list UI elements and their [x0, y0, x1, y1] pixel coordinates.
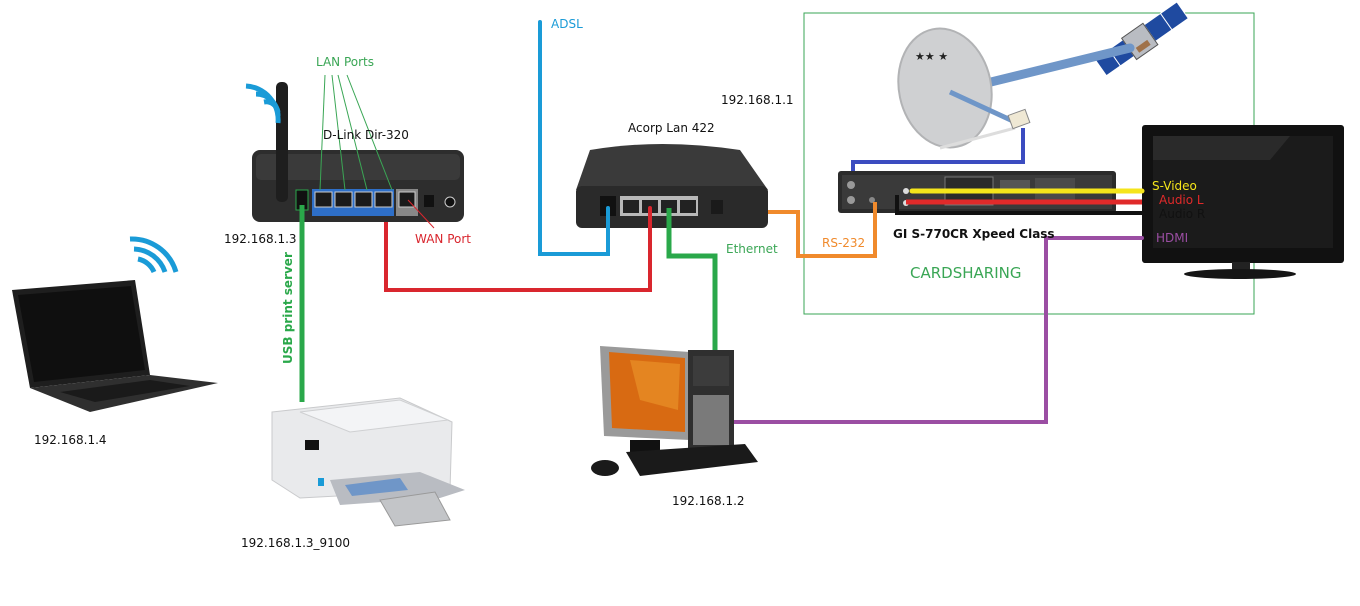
satellite-icon — [1094, 1, 1190, 77]
wan-cable — [384, 203, 652, 292]
audio-r-cable — [895, 195, 1142, 215]
rs232-label: RS-232 — [822, 236, 866, 250]
wan-port-annotation-line — [407, 199, 435, 229]
hdmi-cable — [731, 236, 1144, 424]
desktop-computer-icon — [591, 346, 758, 476]
laptop-icon — [12, 280, 218, 412]
modem-ip-label: 192.168.1.1 — [721, 93, 794, 107]
desktop-ip-label: 192.168.1.2 — [672, 494, 745, 508]
router-wifi-icon — [245, 83, 281, 124]
usb-print-server-label: USB print server — [281, 252, 295, 364]
tv-icon — [1142, 125, 1344, 279]
router-name-label: D-Link Dir-320 — [323, 128, 409, 142]
audio-r-label: Audio R — [1159, 207, 1206, 221]
laptop-ip-label: 192.168.1.4 — [34, 433, 107, 447]
audio-l-label: Audio L — [1159, 193, 1204, 207]
laptop-wifi-icon — [129, 236, 179, 274]
receiver-name-label: GI S-770CR Xpeed Class — [893, 227, 1055, 241]
adsl-modem-icon — [576, 144, 768, 228]
wifi-router-icon — [252, 82, 464, 222]
rs232-cable — [763, 202, 877, 258]
svg-text:★★ ★: ★★ ★ — [915, 50, 948, 63]
wan-port-label: WAN Port — [415, 232, 471, 246]
svideo-label: S-Video — [1152, 179, 1197, 193]
modem-name-label: Acorp Lan 422 — [628, 121, 715, 135]
adsl-label: ADSL — [551, 17, 583, 31]
printer-icon — [271, 397, 465, 527]
cardsharing-label: CARDSHARING — [910, 264, 1022, 282]
satellite-dish-icon: ★★ ★ — [897, 27, 1031, 150]
printer-ip-label: 192.168.1.3_9100 — [241, 536, 351, 550]
ethernet-cable — [666, 208, 718, 352]
ethernet-label: Ethernet — [726, 242, 778, 256]
router-ip-label: 192.168.1.3 — [224, 232, 297, 246]
hdmi-label: HDMI — [1156, 231, 1189, 245]
adsl-line — [538, 20, 610, 256]
lan-ports-annotation — [319, 74, 393, 191]
lan-ports-label: LAN Ports — [316, 55, 375, 69]
